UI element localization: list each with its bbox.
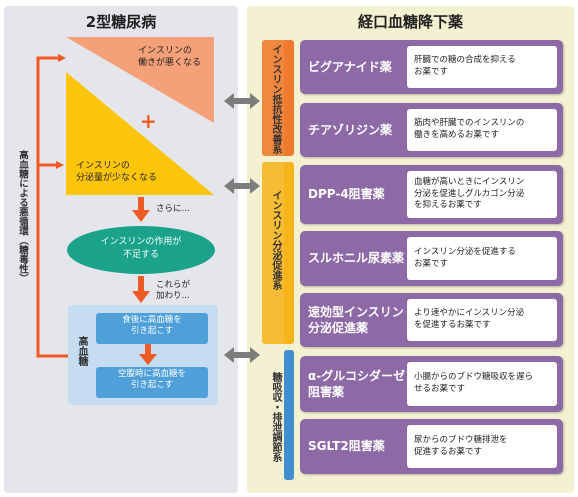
drug-card-biguanide: ビグアナイド薬 肝臓での糖の合成を抑える お薬です: [300, 40, 563, 94]
drug-description: 肝臓での糖の合成を抑える お薬です: [407, 46, 557, 88]
insulin-secretion-text: インスリンの 分泌量が少なくなる: [76, 161, 158, 184]
drug-card-dpp4: DPP-4阻害薬 血糖が高いときにインスリン 分泌を促進しグルカゴン分泌 を抑え…: [300, 165, 563, 224]
category-label-absorption: 糖吸収・排泄調節系: [270, 372, 281, 462]
drug-description: より速やかにインスリン分泌 を促進するお薬です: [407, 299, 557, 341]
connector-arrows: [224, 93, 260, 363]
insulin-secretion-triangle: [66, 72, 214, 195]
insulin-deficiency-ellipse: [67, 226, 215, 274]
drug-description: 小腸からのブドウ糖吸収を遅ら せるお薬です: [407, 362, 557, 406]
drug-card-alpha-glucosidase: α-グルコシダーゼ 阻害薬 小腸からのブドウ糖吸収を遅ら せるお薬です: [300, 356, 563, 412]
connector-arrow-1: [224, 93, 260, 109]
drug-name: スルホニル尿素薬: [308, 251, 405, 266]
down-arrow-1: [132, 197, 150, 222]
category-label-secretion: インスリン分泌促進系: [270, 190, 281, 290]
pathology-diagram: +: [36, 37, 218, 405]
postprandial-box: [96, 313, 208, 344]
drug-description: 尿からのブドウ糖排泄を 促進するお薬です: [407, 425, 557, 468]
combined-label: これらが 加わり…: [156, 280, 191, 302]
drug-description: インスリン分泌を促進する お薬です: [407, 237, 557, 280]
drug-description: 血糖が高いときにインスリン 分泌を促進しグルカゴン分泌 を抑えるお薬です: [407, 171, 557, 218]
category-band-absorption-edge: [284, 350, 294, 480]
insulin-resistance-text: インスリンの 働きが悪くなる: [138, 46, 202, 69]
category-label-resistance: インスリン抵抗性改善系: [270, 44, 281, 154]
insulin-deficiency-text: インスリンの作用が 不足する: [100, 237, 182, 260]
drug-name: SGLT2阻害薬: [308, 439, 385, 454]
drug-name: ビグアナイド薬: [308, 59, 392, 74]
left-panel-title: 2型糖尿病: [85, 13, 157, 31]
drug-name: DPP-4阻害薬: [308, 187, 385, 202]
drug-description: 筋肉や肝臓でのインスリンの 働きを高めるお薬です: [407, 109, 557, 151]
drug-name: α-グルコシダーゼ 阻害薬: [308, 368, 405, 399]
category-band-secretion-edge: [284, 162, 294, 344]
connector-arrow-3: [224, 347, 260, 363]
hyperglycemia-label: 高血糖: [76, 336, 87, 366]
drug-name: 速効型インスリン 分泌促進薬: [308, 304, 404, 335]
vicious-cycle-label: 高血糖による悪循環（糖毒性）: [17, 150, 28, 283]
drug-name: チアゾリジン薬: [308, 122, 393, 137]
right-panel-title: 経口血糖降下薬: [357, 13, 463, 31]
postprandial-text: 食後に高血糖を 引き起こす: [122, 315, 182, 337]
drug-card-thiazolidine: チアゾリジン薬 筋肉や肝臓でのインスリンの 働きを高めるお薬です: [300, 103, 563, 157]
drug-card-sulfonylurea: スルホニル尿素薬 インスリン分泌を促進する お薬です: [300, 231, 563, 286]
connector-arrow-2: [224, 178, 260, 194]
insulin-resistance-triangle: [66, 37, 214, 123]
drug-card-sglt2: SGLT2阻害薬 尿からのブドウ糖排泄を 促進するお薬です: [300, 419, 563, 474]
drug-card-rapid-secretagogue: 速効型インスリン 分泌促進薬 より速やかにインスリン分泌 を促進するお薬です: [300, 293, 563, 347]
down-arrow-2: [132, 276, 150, 303]
plus-sign: +: [140, 109, 157, 133]
fasting-text: 空腹時に高血糖を 引き起こす: [117, 369, 186, 391]
vicious-cycle-loop: [36, 54, 68, 358]
down-arrow-3: [139, 344, 157, 365]
further-label: さらに…: [156, 204, 191, 214]
fasting-box: [96, 367, 208, 398]
category-band-resistance-edge: [284, 40, 294, 156]
